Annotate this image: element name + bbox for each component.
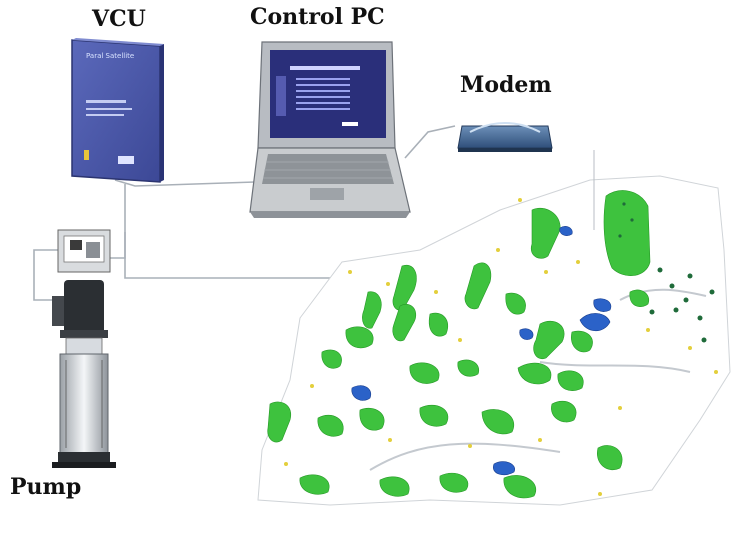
cable-vcu-to-pump-panel: [110, 232, 126, 259]
modem: [457, 122, 553, 152]
control-pc-label: Control PC: [250, 4, 385, 30]
pump-label: Pump: [10, 474, 82, 500]
vcu-cabinet: [71, 38, 164, 183]
tree-dots-dark: [618, 202, 715, 343]
control-pc-laptop: [249, 41, 411, 218]
water-hazards: [351, 226, 612, 476]
pump-control-panel: [57, 229, 111, 273]
cable-vcu-to-pc: [114, 179, 256, 187]
cable-pc-to-modem: [404, 125, 456, 159]
golf-course-map: [257, 150, 731, 506]
vcu-panel-text: Paral Satellite: [86, 52, 135, 60]
pump: [52, 280, 116, 468]
vcu-label: VCU: [92, 6, 146, 32]
cable-panel-to-pump: [33, 249, 62, 301]
modem-label: Modem: [460, 72, 552, 98]
fairways: [267, 190, 651, 499]
tree-dots-yellow: [284, 198, 718, 496]
cables: [33, 125, 456, 301]
cable-vcu-to-course: [124, 184, 335, 279]
